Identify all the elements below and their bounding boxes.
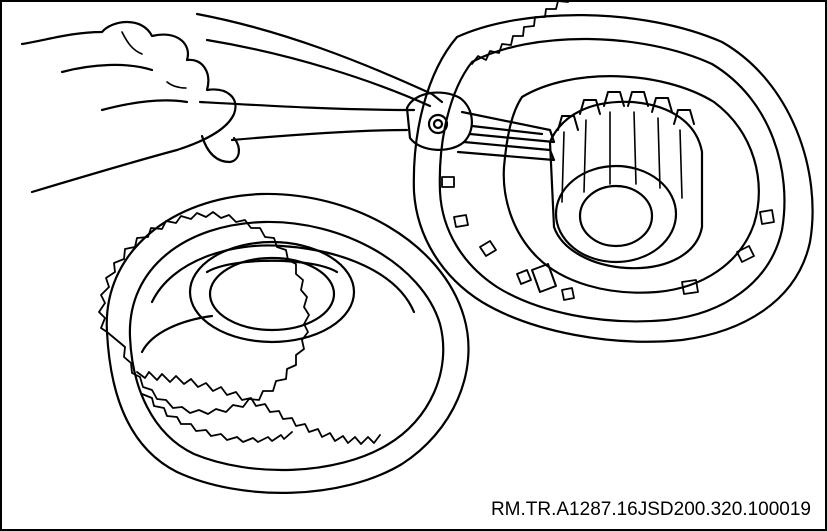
pliers-upper-handle bbox=[195, 12, 444, 104]
housing-inner-rim bbox=[438, 37, 786, 323]
drum-internal-teeth-lower bbox=[141, 393, 293, 443]
transmission-housing bbox=[412, 2, 814, 343]
drum-shelf-inner bbox=[140, 314, 214, 354]
gear-teeth bbox=[557, 91, 695, 131]
pliers-pivot-inner bbox=[432, 118, 444, 130]
hand bbox=[20, 21, 240, 194]
finger-1 bbox=[60, 63, 154, 74]
clutch-drum bbox=[98, 192, 470, 494]
hand-outline bbox=[20, 21, 237, 194]
pliers-tip bbox=[470, 124, 544, 136]
pliers-pivot-body bbox=[405, 91, 473, 151]
pliers-lower-handle-edge bbox=[230, 128, 409, 142]
gear-body bbox=[548, 100, 704, 270]
gear-bore-inner bbox=[578, 184, 654, 248]
hand-knuckle-lines bbox=[121, 31, 187, 89]
pliers-upper-handle-edge bbox=[205, 38, 432, 108]
snap-ring-pliers bbox=[195, 12, 556, 162]
gear-bore-outer bbox=[554, 164, 678, 264]
drum-hub-inner bbox=[208, 256, 336, 332]
housing-outer-rim bbox=[412, 13, 814, 343]
drum-hub-step bbox=[205, 259, 339, 274]
finger-2 bbox=[100, 99, 189, 112]
drum-inner-ring bbox=[128, 220, 445, 472]
pliers-pivot-outer bbox=[427, 113, 449, 135]
housing-lug-row bbox=[441, 176, 775, 301]
center-gear bbox=[548, 91, 704, 270]
drum-toothed-edge bbox=[98, 211, 310, 415]
drum-shelf bbox=[150, 244, 416, 314]
pliers-lower-handle bbox=[198, 100, 416, 112]
drum-internal-teeth bbox=[136, 371, 381, 445]
housing-inner-ring bbox=[502, 75, 760, 294]
pliers-jaws bbox=[456, 110, 556, 162]
figure-reference-code: RM.TR.A1287.16JSD200.320.100019 bbox=[488, 499, 813, 521]
housing-latch bbox=[531, 263, 557, 293]
housing-spline-teeth bbox=[471, 2, 569, 65]
drum-outer-ring bbox=[105, 192, 470, 494]
drum-hub-outer bbox=[188, 240, 356, 344]
thumb bbox=[200, 134, 240, 164]
gear-tooth-lines bbox=[561, 111, 683, 203]
